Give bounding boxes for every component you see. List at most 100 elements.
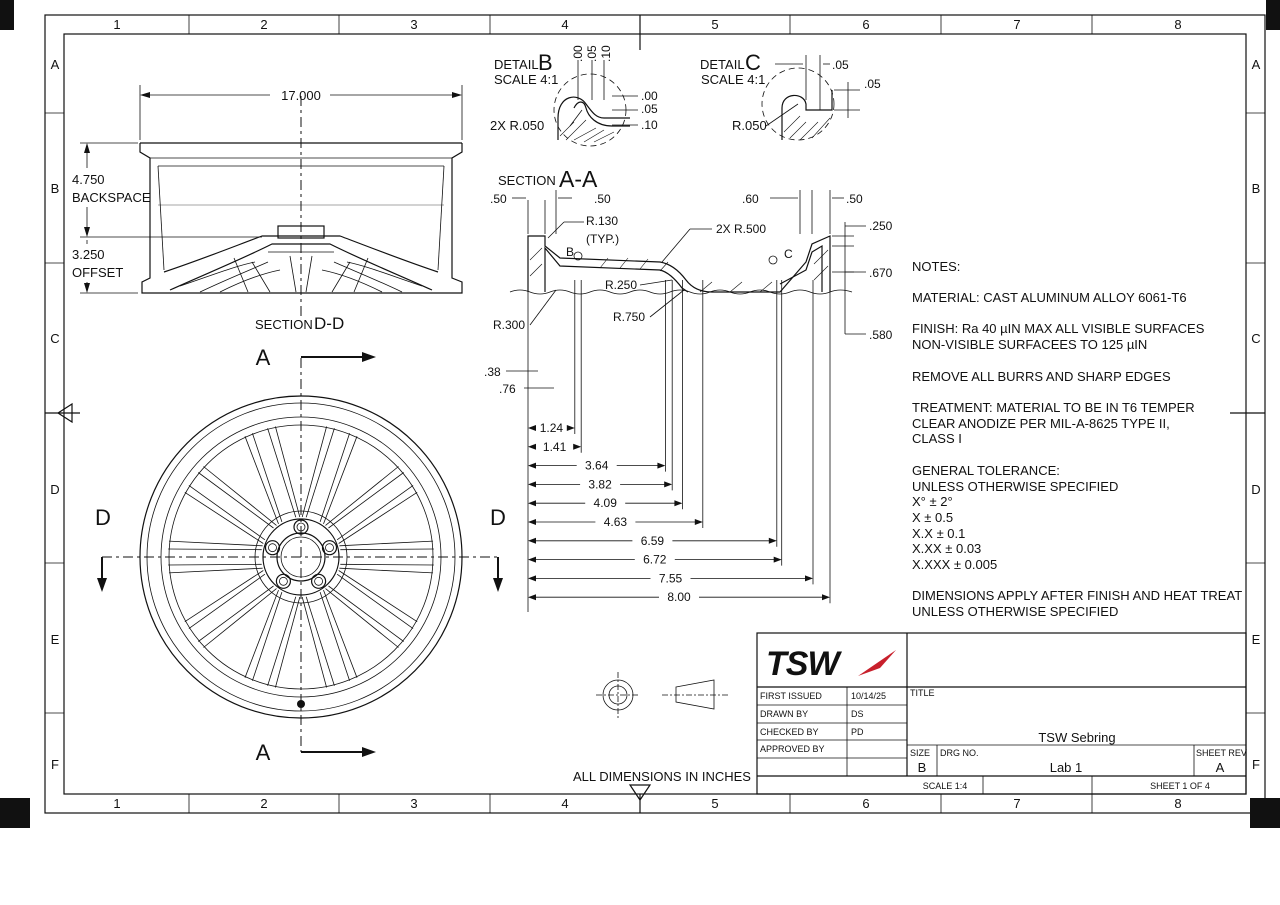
spoke-edge — [275, 596, 301, 688]
station-dim-label: 3.64 — [585, 459, 609, 473]
section-aa-station-dims: 1.241.413.643.824.094.636.596.727.558.00 — [527, 280, 831, 612]
dim-aa-60: .60 — [742, 192, 759, 206]
station-arrow — [694, 519, 703, 525]
title-block: TSW FIRST ISSUED 10/14/25 DRAWN BY DS CH… — [756, 632, 1247, 795]
notes-treatment-3: CLASS I — [912, 431, 962, 446]
tsw-logo: TSW — [766, 645, 896, 683]
zone-col-6-bottom: 6 — [862, 796, 869, 811]
spoke-edge — [340, 563, 434, 566]
drawn-by-value: DS — [851, 709, 864, 719]
notes-treatment-1: TREATMENT: MATERIAL TO BE IN T6 TEMPER — [912, 400, 1195, 415]
sheet-revision: A — [1216, 760, 1225, 775]
spoke-edge — [188, 485, 266, 541]
logo-text: TSW — [766, 645, 842, 683]
zone-col-2: 2 — [260, 17, 267, 32]
station-arrow — [773, 556, 782, 563]
zone-labels-top: 1 2 3 4 5 6 7 8 — [113, 17, 1181, 32]
detail-c-radius: R.050 — [732, 118, 767, 133]
zone-row-d-right: D — [1251, 482, 1260, 497]
spoke-edge — [301, 596, 327, 688]
spoke-edge — [267, 428, 297, 518]
drg-no-label: DRG NO. — [940, 748, 979, 758]
station-arrow — [528, 443, 536, 450]
dim-aa-250: .250 — [869, 219, 893, 233]
section-dd-caption-id: D-D — [314, 314, 344, 333]
spoke-edge — [336, 573, 414, 629]
zone-col-7: 7 — [1013, 17, 1020, 32]
lug-hole-inner — [325, 543, 334, 553]
detail-b-top-dim-10: .10 — [599, 45, 613, 62]
spoke-edge — [252, 591, 283, 681]
station-arrow — [528, 462, 536, 469]
zone-row-a-right: A — [1252, 57, 1261, 72]
station-dim-label: 4.09 — [594, 496, 618, 510]
spoke-edge — [168, 540, 263, 547]
sheet-number: SHEET 1 OF 4 — [1150, 781, 1210, 791]
spoke-edge — [168, 548, 262, 551]
section-aa-prefix: SECTION — [498, 173, 556, 188]
detail-b-top-dim-00: .00 — [571, 45, 585, 62]
zone-col-4: 4 — [561, 17, 568, 32]
lug-holes — [264, 519, 338, 589]
lug-hole — [264, 540, 281, 556]
backspace-label: BACKSPACE — [72, 190, 151, 205]
notes-finish-2: NON-VISIBLE SURFACEES TO 125 µIN — [912, 337, 1147, 352]
detail-c-id: C — [745, 50, 761, 75]
zone-grid — [45, 15, 1265, 813]
station-arrow — [805, 575, 813, 582]
station-arrow — [528, 575, 536, 582]
sheet-size: B — [918, 760, 927, 775]
checked-by-label: CHECKED BY — [760, 727, 819, 737]
notes-treatment-2: CLEAR ANODIZE PER MIL-A-8625 TYPE II, — [912, 416, 1170, 431]
section-dd-caption-prefix: SECTION — [255, 317, 313, 332]
detail-b-scale: SCALE 4:1 — [494, 72, 558, 87]
spoke-edge — [328, 472, 404, 529]
spoke-edge — [339, 567, 434, 574]
notes-tol-xxxx: X.XXX ± 0.005 — [912, 557, 997, 572]
spoke-edge — [319, 433, 350, 523]
title-label: TITLE — [910, 688, 935, 698]
units-note: ALL DIMENSIONS IN INCHES — [573, 769, 751, 784]
detail-b-top-dim-05: .05 — [585, 45, 599, 62]
spoke-edge — [336, 485, 414, 541]
spoke-edge — [319, 591, 350, 681]
spoke-edge — [325, 466, 399, 526]
section-aa-detail-b-marker: B — [566, 245, 574, 259]
radius-r750: R.750 — [613, 310, 645, 324]
lug-hole — [275, 573, 291, 589]
section-label-a-top: A — [256, 345, 271, 370]
section-aa-id: A-A — [559, 166, 598, 192]
zone-labels-bottom: 1 2 3 4 5 6 7 8 — [113, 796, 1181, 811]
zone-row-e: E — [51, 632, 60, 647]
projection-symbol — [596, 672, 728, 718]
zone-col-1: 1 — [113, 17, 120, 32]
radius-r500: 2X R.500 — [716, 222, 766, 236]
section-aa-detail-c-marker: C — [784, 247, 793, 261]
notes-dims-1: DIMENSIONS APPLY AFTER FINISH AND HEAT T… — [912, 588, 1242, 603]
wheel-spokes — [168, 426, 434, 688]
spoke-edge — [168, 563, 262, 566]
notes-block: NOTES: MATERIAL: CAST ALUMINUM ALLOY 606… — [912, 259, 1242, 619]
detail-c-dim-right: .05 — [864, 77, 881, 91]
size-label: SIZE — [910, 748, 930, 758]
detail-c-prefix: DETAIL — [700, 57, 745, 72]
dim-aa-left-50b: .50 — [594, 192, 611, 206]
zone-col-5-bottom: 5 — [711, 796, 718, 811]
station-arrow — [657, 462, 666, 469]
notes-tol-x: X ± 0.5 — [912, 510, 953, 525]
station-dim-label: 1.24 — [540, 421, 564, 435]
spoke-edge — [301, 426, 327, 518]
zone-col-2-bottom: 2 — [260, 796, 267, 811]
detail-c-scale: SCALE 4:1 — [701, 72, 765, 87]
notes-heading: NOTES: — [912, 259, 960, 274]
zone-row-f: F — [51, 757, 59, 772]
zone-row-b: B — [51, 181, 60, 196]
zone-col-3: 3 — [410, 17, 417, 32]
sheet-rev-label: SHEET REV — [1196, 748, 1247, 758]
station-arrow — [528, 500, 536, 507]
sheet-border — [0, 0, 1280, 828]
drawn-by-label: DRAWN BY — [760, 709, 808, 719]
offset-value: 3.250 — [72, 247, 105, 262]
radius-typ: (TYP.) — [586, 232, 619, 246]
